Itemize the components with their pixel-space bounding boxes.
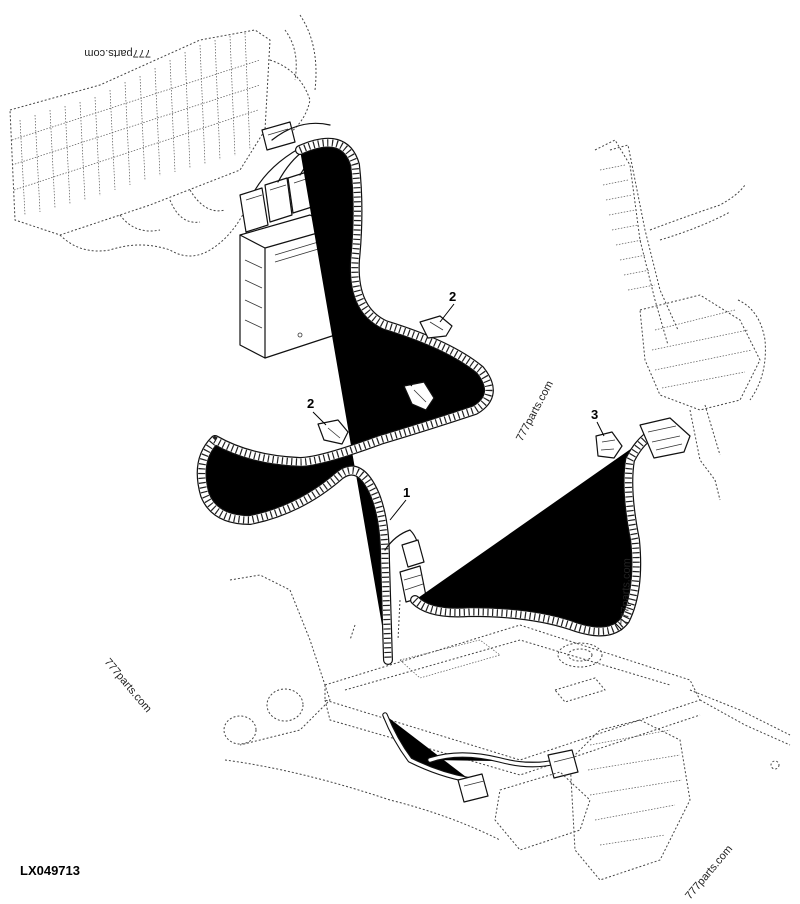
watermark-left: 777parts.com: [102, 656, 154, 715]
steering-column: [594, 139, 766, 501]
steering-connector: [639, 417, 691, 459]
svg-text:2: 2: [307, 396, 314, 411]
watermark-top: 777parts.com: [84, 47, 151, 59]
svg-text:1: 1: [403, 485, 410, 500]
callout-2a: 2: [439, 289, 456, 323]
sub-wiring-harness: [415, 432, 655, 631]
watermark-bottom: 777parts.com: [683, 843, 735, 902]
harness-clip-3: [317, 419, 349, 445]
svg-text:2: 2: [449, 289, 456, 304]
callout-1: 1: [389, 485, 410, 521]
harness-clip-1: [419, 315, 453, 339]
harness-clip-2: [403, 381, 435, 411]
inline-connectors: [384, 529, 427, 603]
callout-2b: 2: [394, 360, 413, 387]
svg-text:4: 4: [603, 602, 611, 617]
main-wiring-harness: [202, 143, 489, 660]
watermark-right: 777parts.com: [619, 558, 633, 625]
callout-4: 4: [603, 602, 623, 631]
watermark-center: 777parts.com: [514, 379, 556, 443]
lower-wiring-harness: [385, 715, 591, 851]
control-unit: [239, 214, 336, 359]
fuse-panel: [9, 14, 317, 257]
connector-3: [595, 431, 623, 459]
callout-2c: 2: [307, 396, 327, 426]
figure-reference: LX049713: [20, 863, 80, 878]
svg-text:3: 3: [591, 407, 598, 422]
svg-text:2: 2: [394, 360, 401, 375]
chassis-frame: [223, 574, 791, 881]
callout-3: 3: [591, 407, 605, 437]
